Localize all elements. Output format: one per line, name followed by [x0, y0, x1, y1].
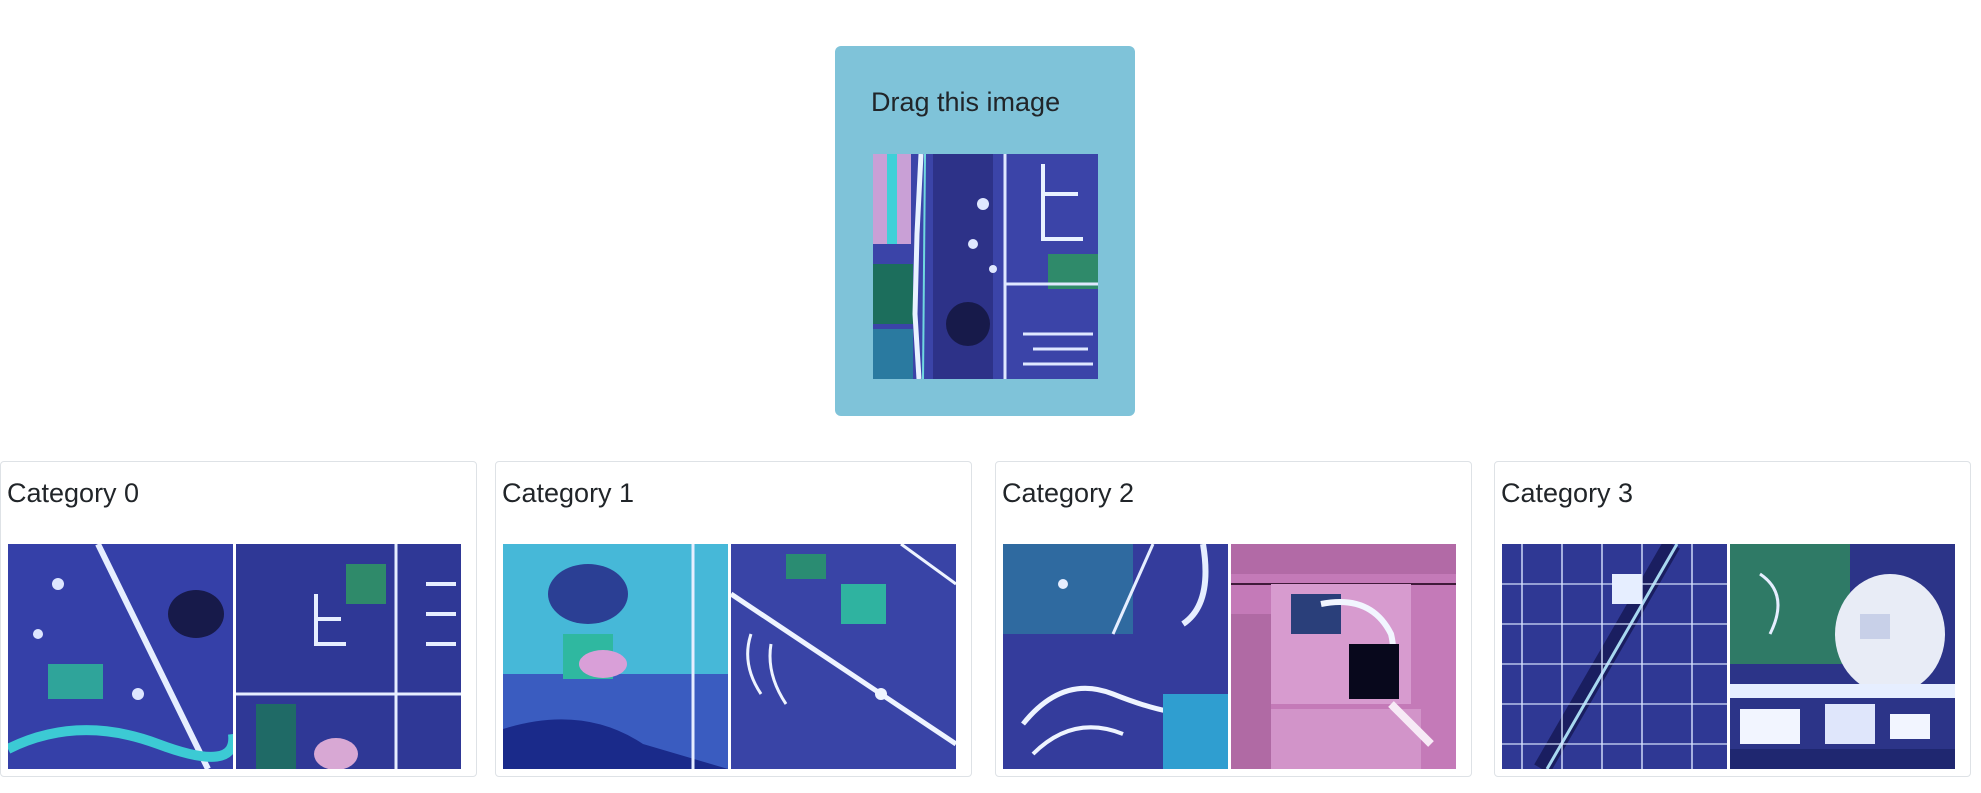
- category-title: Category 0: [7, 478, 140, 508]
- satellite-image-icon: [731, 544, 956, 769]
- satellite-image-icon: [236, 544, 461, 769]
- category-drop-zone-1[interactable]: Category 1: [495, 461, 972, 777]
- category-drop-zone-2[interactable]: Category 2: [995, 461, 1472, 777]
- category-title: Category 2: [1002, 478, 1135, 508]
- draggable-image-card[interactable]: Drag this image: [835, 46, 1135, 416]
- satellite-image-icon: [1502, 544, 1727, 769]
- satellite-image-icon: [1003, 544, 1228, 769]
- category-drop-zone-0[interactable]: Category 0: [0, 461, 477, 777]
- drag-instruction-label: Drag this image: [871, 87, 1061, 117]
- category-drop-zone-3[interactable]: Category 3: [1494, 461, 1971, 777]
- category-title: Category 3: [1501, 478, 1634, 508]
- satellite-image-icon[interactable]: [873, 154, 1098, 379]
- satellite-image-icon: [503, 544, 728, 769]
- satellite-image-icon: [1231, 544, 1456, 769]
- satellite-image-icon: [1730, 544, 1955, 769]
- category-title: Category 1: [502, 478, 635, 508]
- satellite-image-icon: [8, 544, 233, 769]
